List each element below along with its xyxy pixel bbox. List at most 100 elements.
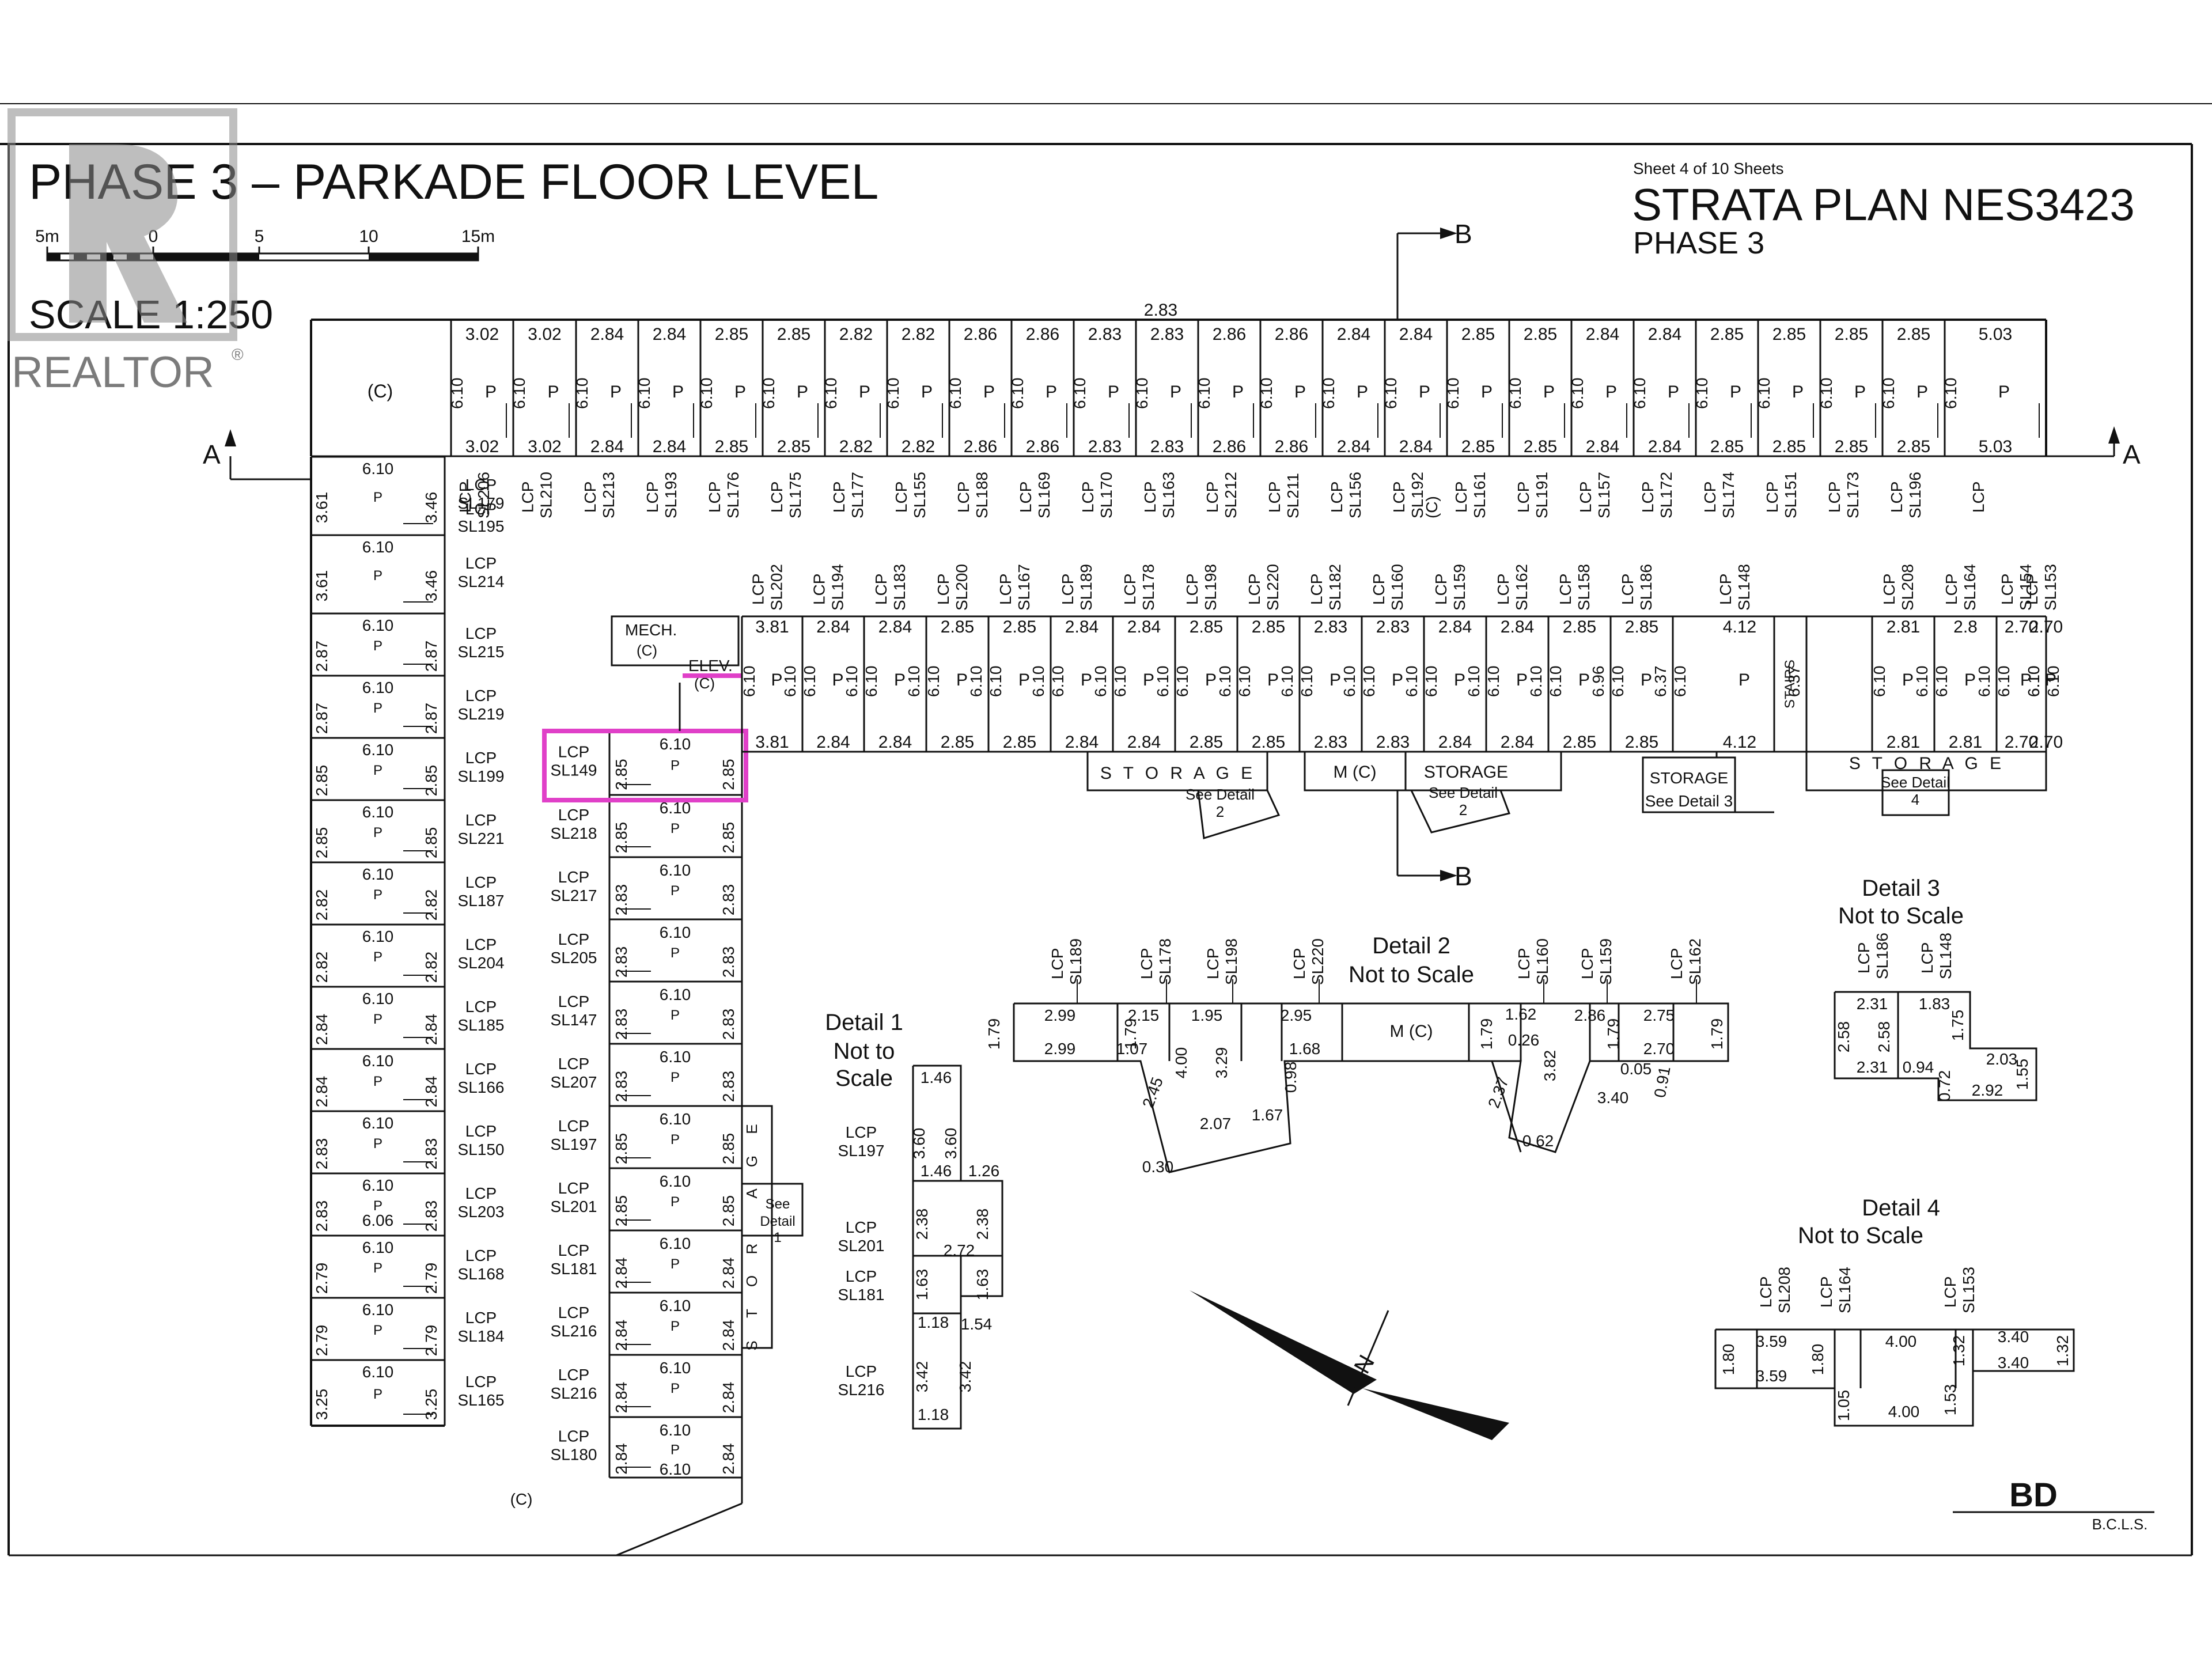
lcp-text: LCP [1141, 482, 1159, 513]
parking-label: P [373, 1012, 382, 1027]
storage-label: STORAGE [1650, 769, 1728, 787]
watermark-frame [7, 108, 237, 341]
stall-depth: 6.10 [1671, 666, 1689, 698]
strata-lot-number: SL148 [1735, 564, 1753, 611]
strata-lot-number: SL183 [891, 564, 908, 611]
strata-lot-number: SL153 [2041, 564, 2059, 611]
parking-label: P [547, 382, 559, 402]
detail-dim: 1.67 [1252, 1106, 1283, 1124]
watermark-text: REALTOR [12, 348, 214, 397]
lcp-text: LCP [465, 1122, 497, 1140]
lcp-text: LCP [519, 482, 537, 513]
stall-width-bottom: 2.84 [1127, 733, 1161, 752]
stall-depth: 6.10 [660, 1460, 691, 1478]
stall-depth: 6.10 [660, 1048, 691, 1066]
stall-width-bottom: 2.84 [1648, 437, 1681, 456]
north-arrow-head [1362, 1388, 1509, 1440]
lcp-text: LCP [558, 1179, 589, 1197]
detail-dim: 2.95 [1281, 1006, 1312, 1024]
strata-lot-number: SL221 [458, 830, 505, 847]
lcp-text: LCP [1668, 948, 1685, 979]
stall-depth: 6.10 [635, 378, 653, 410]
see-detail-text: See Detail 3 [1645, 792, 1733, 810]
stall-depth: 6.10 [1111, 666, 1129, 698]
stall-depth: 6.10 [1527, 666, 1545, 698]
stall-width-top: 2.84 [653, 325, 686, 344]
detail-4-subtitle: Not to Scale [1798, 1223, 1923, 1248]
parking-label: P [1543, 382, 1555, 402]
detail-dim: 1.18 [918, 1406, 949, 1423]
detail-3-outline [1834, 991, 2037, 1101]
stall-width-bottom: 2.84 [653, 437, 686, 456]
parking-label: P [1267, 671, 1279, 690]
strata-lot-number: SL178 [1156, 938, 1174, 985]
detail-2-subtitle: Not to Scale [1349, 962, 1474, 987]
storage-letter: T [743, 1309, 760, 1318]
detail-dim: 2.03 [1986, 1050, 2018, 1068]
stall-width-left: 3.61 [313, 492, 331, 524]
stall-width-left: 2.87 [313, 703, 331, 734]
stall-depth: 6.10 [1880, 378, 1897, 410]
parking-label: P [1454, 671, 1465, 690]
parking-label: P [671, 1381, 680, 1396]
parking-label: P [1854, 382, 1866, 402]
stall-width-left: 2.83 [612, 884, 630, 916]
parking-label: P [1605, 382, 1617, 402]
lcp-text: LCP [1888, 482, 1906, 513]
stall-width-bottom: 2.70 [2029, 733, 2063, 752]
header: PHASE 3 – PARKADE FLOOR LEVEL5m051015mSC… [7, 108, 2135, 397]
stall-depth: 6.10 [660, 1359, 691, 1377]
stall-width-right: 3.46 [422, 492, 440, 524]
parking-label: P [1205, 671, 1217, 690]
stall-width-bottom: 2.85 [1524, 437, 1557, 456]
detail-dim: 1.18 [918, 1313, 949, 1331]
elev-label: ELEV. [688, 657, 733, 675]
stall-width-left: 2.79 [313, 1263, 331, 1294]
lcp-text: LCP [465, 1060, 497, 1078]
detail-dim: 1.95 [1191, 1006, 1223, 1024]
strata-lot-number: SL206 [475, 472, 493, 518]
strata-lot-number: SL148 [1937, 933, 1955, 979]
stall-width-right: 2.79 [422, 1263, 440, 1294]
lcp-text: LCP [846, 1267, 877, 1285]
lcp-text: LCP [1515, 948, 1533, 979]
stall-depth: 6.10 [801, 666, 819, 698]
lcp-text: LCP [706, 482, 724, 513]
stall-width-bottom: 2.85 [1252, 733, 1285, 752]
parking-label: P [1792, 382, 1804, 402]
mech-common-label: M (C) [1334, 763, 1377, 782]
strata-lot-number: SL219 [458, 705, 505, 723]
lcp-text: LCP [465, 476, 497, 494]
lcp-text: LCP [846, 1362, 877, 1380]
stall-width-bottom: 2.70 [2005, 733, 2038, 752]
detail-dim: 1.46 [921, 1162, 952, 1180]
stall-depth: 6.10 [362, 865, 394, 883]
scale-tick-label: 5 [255, 227, 264, 246]
stall-depth: 6.10 [1133, 378, 1151, 410]
see-detail-text: Detail [760, 1214, 795, 1229]
detail-dim: 2.38 [974, 1209, 991, 1240]
stall-width-bottom: 2.86 [1275, 437, 1308, 456]
stall-depth: 6.10 [660, 1234, 691, 1252]
stall-width-top: 2.84 [1065, 618, 1099, 637]
stall-width-right: 2.85 [719, 822, 737, 854]
detail-dim: 2.37 [1484, 1075, 1512, 1111]
strata-lot-number: SL147 [551, 1011, 597, 1029]
phase-label: PHASE 3 [1633, 226, 1764, 260]
surveyor-signature: BD [2009, 1476, 2058, 1514]
parking-label: P [671, 821, 680, 836]
